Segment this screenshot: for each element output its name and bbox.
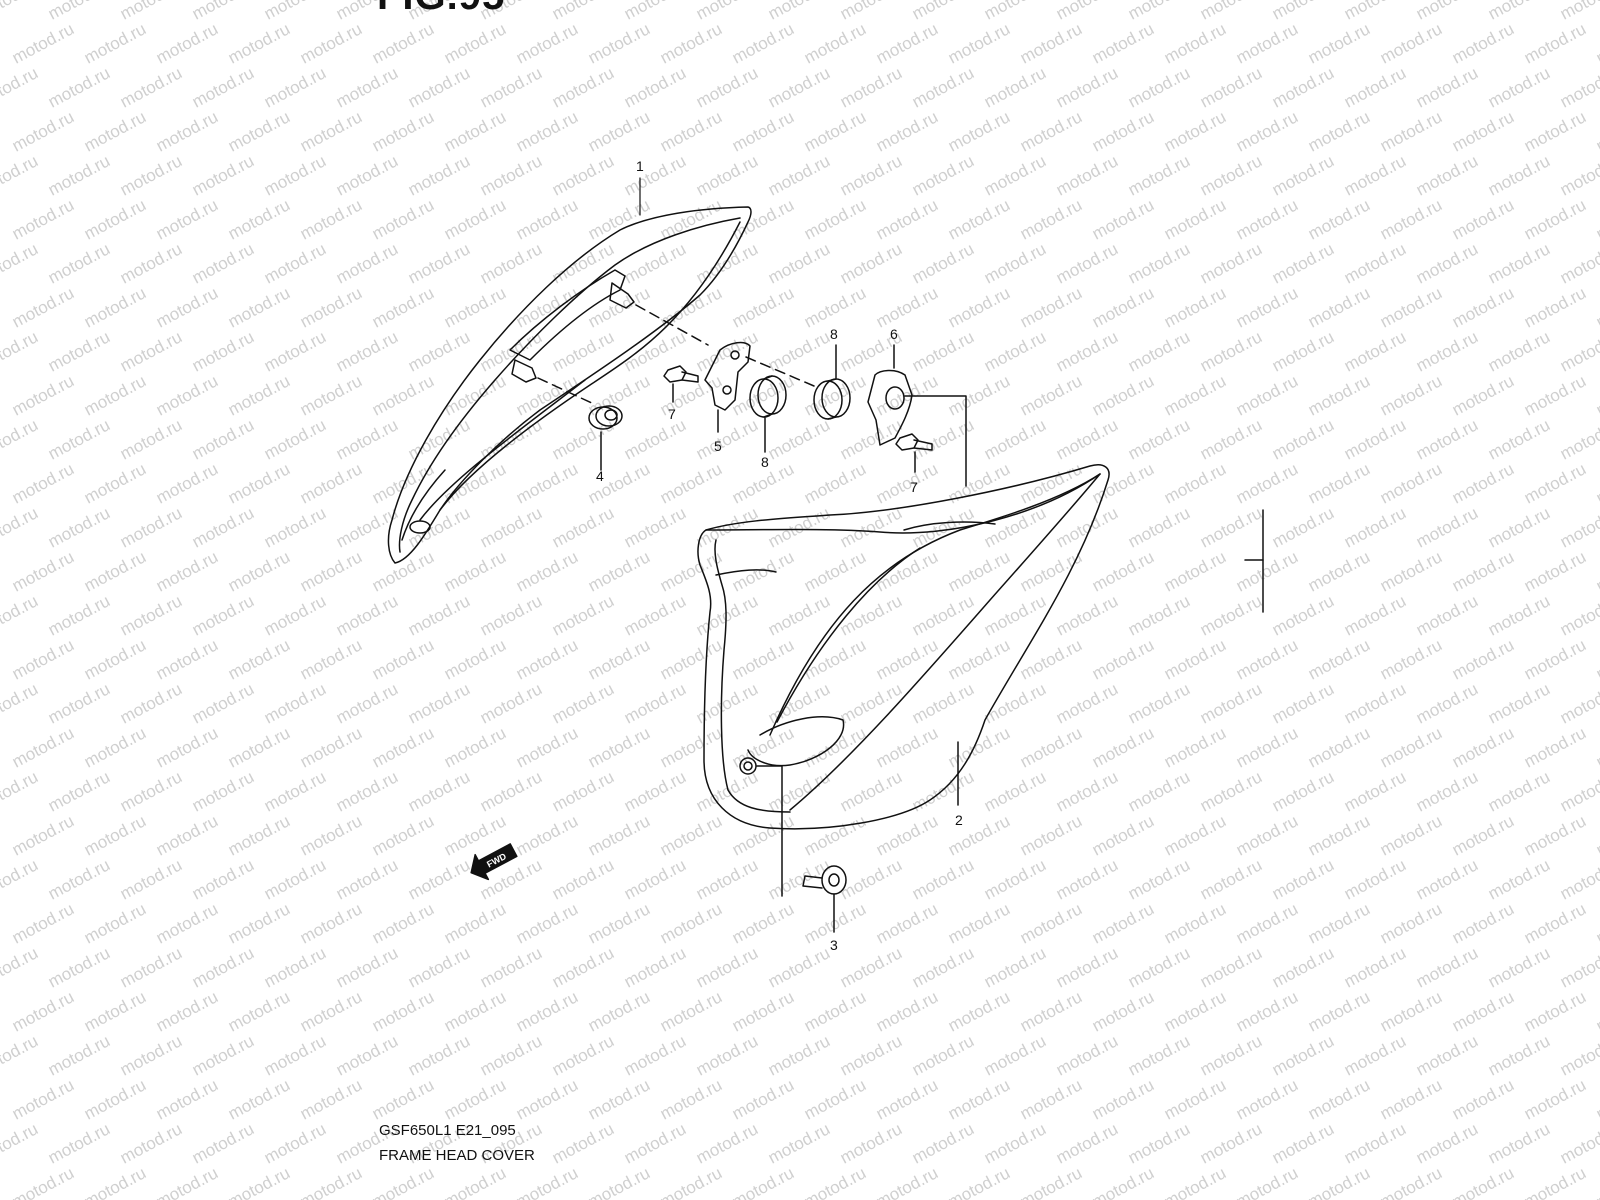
reference-bracket-line — [1244, 509, 1264, 613]
part-8-grommet-a[interactable] — [749, 375, 787, 453]
model-code: GSF650L1 E21_095 — [379, 1122, 516, 1139]
callout-6: 6 — [890, 326, 898, 342]
part-6-clip-plate[interactable] — [867, 344, 967, 487]
part-1-upper-cover[interactable] — [387, 206, 752, 564]
callout-1: 1 — [636, 158, 644, 174]
fwd-arrow-icon: FWD — [470, 843, 518, 881]
figure-name: FRAME HEAD COVER — [379, 1147, 535, 1164]
callout-8-a: 8 — [830, 326, 838, 342]
callout-5: 5 — [714, 438, 722, 454]
callout-3: 3 — [830, 937, 838, 953]
part-7-bolt-a[interactable] — [663, 365, 699, 403]
figure-title: FIG.95 — [377, 0, 505, 19]
callout-2: 2 — [955, 812, 963, 828]
part-2-side-cover[interactable] — [697, 464, 1110, 897]
part-4-grommet[interactable] — [588, 405, 623, 471]
callout-4: 4 — [596, 468, 604, 484]
callout-7-a: 7 — [668, 406, 676, 422]
callout-7-b: 7 — [910, 479, 918, 495]
part-5-bracket[interactable] — [704, 341, 751, 433]
part-7-bolt-b[interactable] — [895, 433, 933, 473]
alignment-lines — [537, 304, 815, 406]
part-3-screw[interactable] — [802, 865, 847, 933]
part-8-grommet-b[interactable] — [813, 344, 851, 420]
callout-8-b: 8 — [761, 454, 769, 470]
